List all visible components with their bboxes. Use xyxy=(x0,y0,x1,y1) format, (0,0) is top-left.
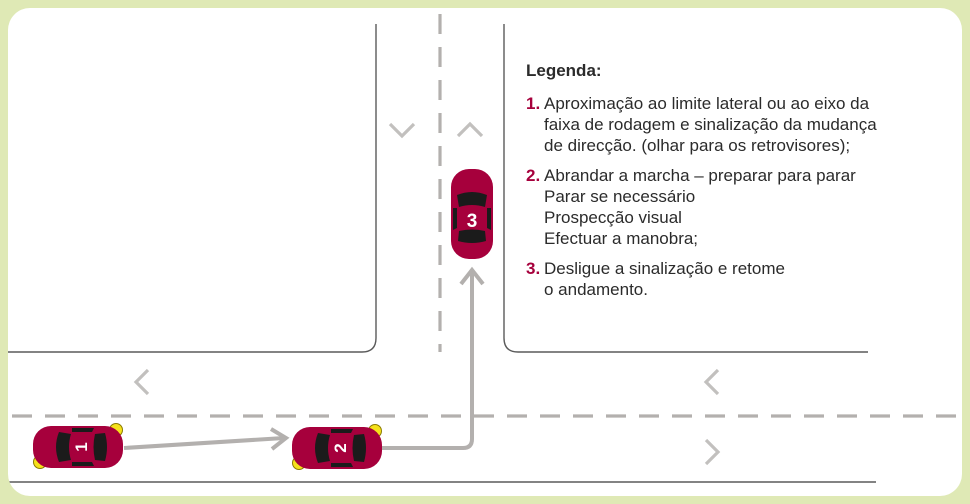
chevron-right-icon xyxy=(704,438,721,466)
chevron-down-icon xyxy=(388,122,416,139)
legend-item-text: Aproximação ao limite lateral ou ao eixo… xyxy=(544,94,870,113)
legend-item-text: Abrandar a marcha – preparar para parar xyxy=(544,166,856,185)
legend-item: 2. Abrandar a marcha – preparar para par… xyxy=(526,165,962,249)
chevron-left-icon xyxy=(703,368,720,396)
intersection-scene: 1 2 3 xyxy=(8,14,962,483)
path-arrow-1-to-2 xyxy=(123,427,290,451)
legend-item-text: Efectuar a manobra; xyxy=(544,229,699,248)
legend-item-number: 1. xyxy=(526,94,541,113)
legend-item-text: faixa de rodagem e sinalização da mudanç… xyxy=(544,115,877,134)
legend-item-number: 3. xyxy=(526,259,541,278)
car-label: 2 xyxy=(331,443,350,452)
legend-item-text: de direcção. (olhar para os retrovisores… xyxy=(544,136,851,155)
legend-item-text: Prospecção visual xyxy=(544,208,682,227)
car-2: 2 xyxy=(292,424,382,470)
legend-item: 1. Aproximação ao limite lateral ou ao e… xyxy=(526,93,962,156)
car-1: 1 xyxy=(33,423,123,469)
path-arrow-2-to-3 xyxy=(382,266,485,450)
legend: Legenda: 1. Aproximação ao limite latera… xyxy=(526,60,962,309)
car-3: 3 xyxy=(451,169,493,259)
legend-item-text: Desligue a sinalização e retome xyxy=(544,259,785,278)
curb-top-left xyxy=(8,24,377,353)
legend-item: 3. Desligue a sinalização e retome o and… xyxy=(526,258,962,300)
diagram-card: 1 2 3 Legenda: 1. Aproximaç xyxy=(8,8,962,496)
legend-item-text: o andamento. xyxy=(544,280,648,299)
car-label: 3 xyxy=(467,211,478,232)
car-label: 1 xyxy=(72,442,91,451)
curb-top-right xyxy=(503,24,868,353)
legend-title: Legenda: xyxy=(526,61,602,80)
chevron-up-icon xyxy=(456,121,484,138)
legend-item-number: 2. xyxy=(526,166,541,185)
legend-item-text: Parar se necessário xyxy=(544,187,696,206)
chevron-left-icon xyxy=(133,368,150,396)
